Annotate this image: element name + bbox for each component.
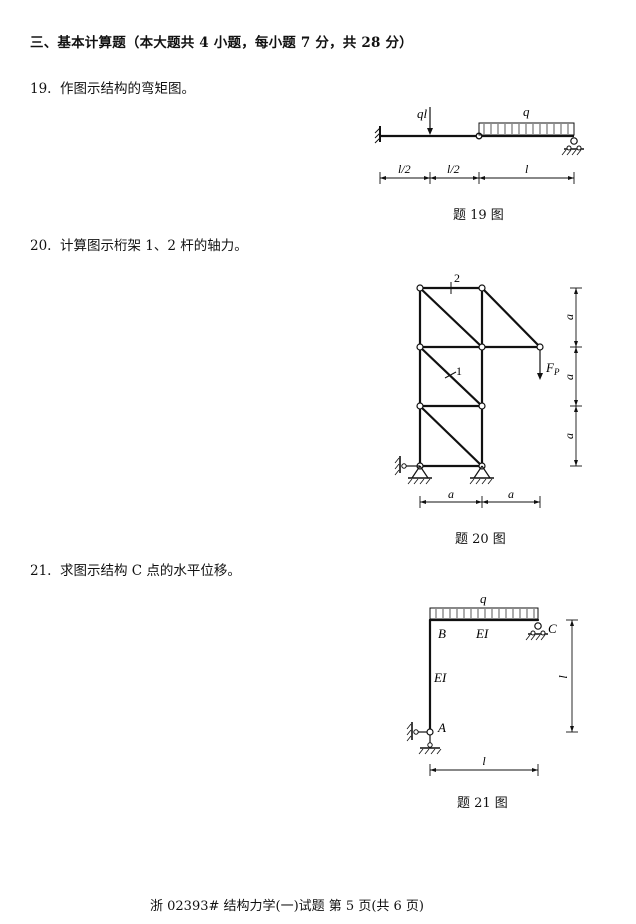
figure-19-diagram: ql q xyxy=(374,104,584,184)
horizontal-dimension xyxy=(419,496,541,508)
dim-label: l/2 xyxy=(398,162,411,176)
question-number: 19. xyxy=(30,81,52,97)
distributed-load xyxy=(478,122,575,136)
figure-20-caption: 题 20 图 xyxy=(455,532,506,547)
member-1-marker xyxy=(444,371,457,379)
dim-label: l xyxy=(482,754,486,768)
dim-label: a xyxy=(562,374,576,380)
beam-EI-label: EI xyxy=(475,626,489,641)
question-number: 20. xyxy=(30,238,52,254)
roller-support xyxy=(561,137,584,156)
question-text: 求图示结构 C 点的水平位移。 xyxy=(60,563,241,579)
figure-19-caption: 题 19 图 xyxy=(453,208,504,223)
dim-label: l xyxy=(525,162,529,176)
dim-label: a xyxy=(508,487,514,501)
truss xyxy=(418,286,542,468)
fixed-support xyxy=(374,126,381,144)
pin-support-A xyxy=(406,722,442,755)
node-C-label: C xyxy=(548,621,557,636)
question-19: 19. 作图示结构的弯矩图。 xyxy=(30,77,195,97)
vertical-dimension xyxy=(566,619,578,733)
point-load-arrow xyxy=(427,107,433,135)
load-label: FP xyxy=(545,360,560,377)
question-text: 计算图示桁架 1、2 杆的轴力。 xyxy=(60,238,248,254)
truss-joints xyxy=(416,284,544,470)
question-text: 作图示结构的弯矩图。 xyxy=(60,81,195,97)
pin-support-left xyxy=(394,456,432,485)
member-2-label: 2 xyxy=(454,271,460,285)
frame xyxy=(428,618,540,734)
dist-load-label: q xyxy=(480,591,487,606)
roller-support-C xyxy=(525,622,548,641)
figure-21-diagram: q B EI EI C A l xyxy=(406,591,578,776)
figure-21-caption: 题 21 图 xyxy=(457,796,508,811)
node-B-label: B xyxy=(438,626,446,641)
node-A-label: A xyxy=(437,720,446,735)
question-20: 20. 计算图示桁架 1、2 杆的轴力。 xyxy=(30,234,248,254)
question-21: 21. 求图示结构 C 点的水平位移。 xyxy=(30,559,241,579)
column-EI-label: EI xyxy=(433,670,447,685)
dim-label: l/2 xyxy=(447,162,460,176)
figure-20-diagram: 2 1 FP xyxy=(394,271,582,508)
distributed-load xyxy=(429,607,539,620)
dim-label: a xyxy=(448,487,454,501)
dim-label: a xyxy=(562,314,576,320)
horizontal-dimension xyxy=(429,764,539,776)
section-title: 三、基本计算题（本大题共 4 小题，每小题 7 分，共 28 分） xyxy=(30,35,413,51)
load-arrow xyxy=(537,350,543,380)
dimension-line xyxy=(379,172,575,184)
pin-support-right xyxy=(469,465,494,485)
vertical-dimension xyxy=(570,287,582,467)
member-1-label: 1 xyxy=(456,364,462,378)
dim-label: l xyxy=(556,675,570,679)
question-number: 21. xyxy=(30,563,52,579)
point-load-label: ql xyxy=(417,106,428,121)
dim-label: a xyxy=(562,433,576,439)
page-footer: 浙 02393# 结构力学(一)试题 第 5 页(共 6 页) xyxy=(150,899,425,914)
dist-load-label: q xyxy=(523,104,530,119)
